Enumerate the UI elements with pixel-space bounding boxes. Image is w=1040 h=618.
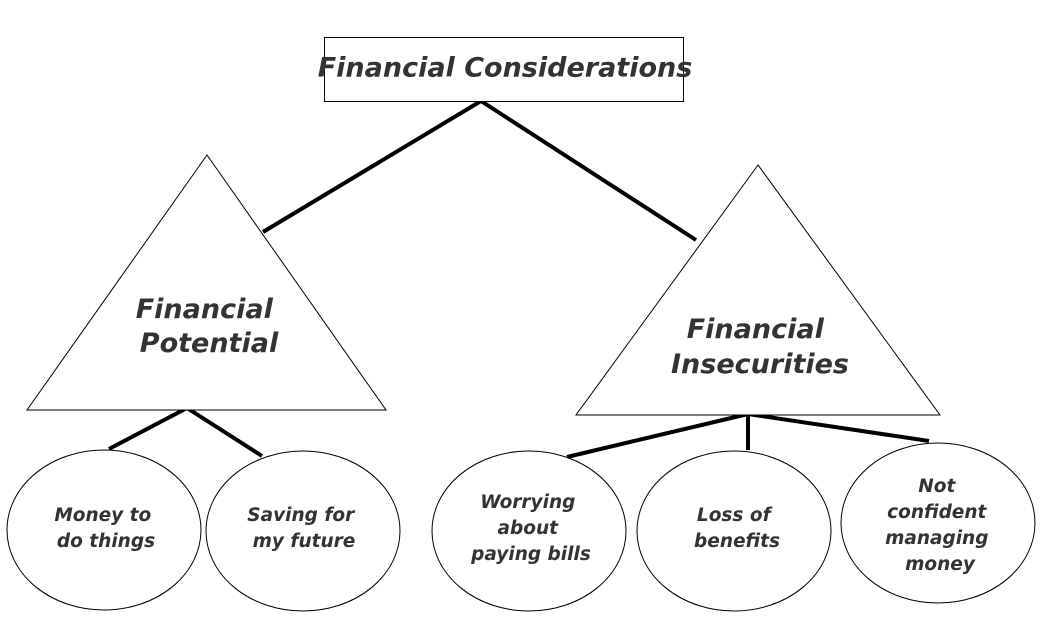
branch-label-line: Financial [136,294,274,325]
leaf-label-line: Saving for [247,505,356,526]
connector-insecurities-to-worrying [566,412,749,459]
leaf-label-line: managing [885,528,988,549]
root-node: Financial Considerations [318,37,693,102]
leaf-not-confident-managing-money: Not confident managing money [840,442,1036,604]
leaf-label-line: my future [253,531,356,552]
leaf-label-line: paying bills [470,544,591,565]
branch-label-financial-potential: Financial Potential [136,294,283,359]
leaf-label-line: Money to [54,505,151,526]
leaf-ellipse [636,450,832,612]
leaf-money-to-do-things: Money to do things [6,449,202,611]
connector-root-to-insecurities [479,99,698,242]
branch-label-line: Insecurities [671,349,849,380]
leaf-label-line: Not [918,476,956,497]
root-box [324,37,684,102]
branch-financial-potential: Financial Potential [26,154,387,411]
leaf-worrying-about-paying-bills: Worrying about paying bills [431,450,627,612]
leaf-saving-for-my-future: Saving for my future [205,450,401,612]
leaf-label-line: Worrying [480,492,575,513]
leaf-ellipse [840,442,1036,604]
leaf-ellipse [6,449,202,611]
leaf-label-line: confident [887,502,987,523]
leaf-ellipse [431,450,627,612]
branch-label-line: Financial [687,314,825,345]
leaf-loss-of-benefits: Loss of benefits [636,450,832,612]
leaf-label-line: do things [57,531,155,552]
triangle-financial-insecurities [575,164,941,416]
leaf-label-line: about [498,518,560,539]
connector-potential-to-money [108,406,188,451]
leaf-label: Not confident managing money [885,476,995,575]
connectors [108,99,930,459]
leaf-ellipse [205,450,401,612]
branch-label-financial-insecurities: Financial Insecurities [671,314,849,380]
leaf-label: Money to do things [54,505,157,552]
branch-label-line: Potential [140,328,279,359]
leaf-label: Loss of benefits [694,505,780,552]
triangle-financial-potential [26,154,387,411]
leaf-label: Worrying about paying bills [470,492,591,565]
leaf-label-line: benefits [694,531,780,552]
leaf-label-line: money [905,554,976,575]
leaf-label: Saving for my future [247,505,360,552]
connector-insecurities-to-not-confident [747,412,930,443]
connector-root-to-potential [261,99,483,234]
leaf-label-line: Loss of [697,505,773,526]
root-label: Financial Considerations [318,53,693,84]
connector-potential-to-saving [185,406,264,458]
branch-financial-insecurities: Financial Insecurities [575,164,941,416]
